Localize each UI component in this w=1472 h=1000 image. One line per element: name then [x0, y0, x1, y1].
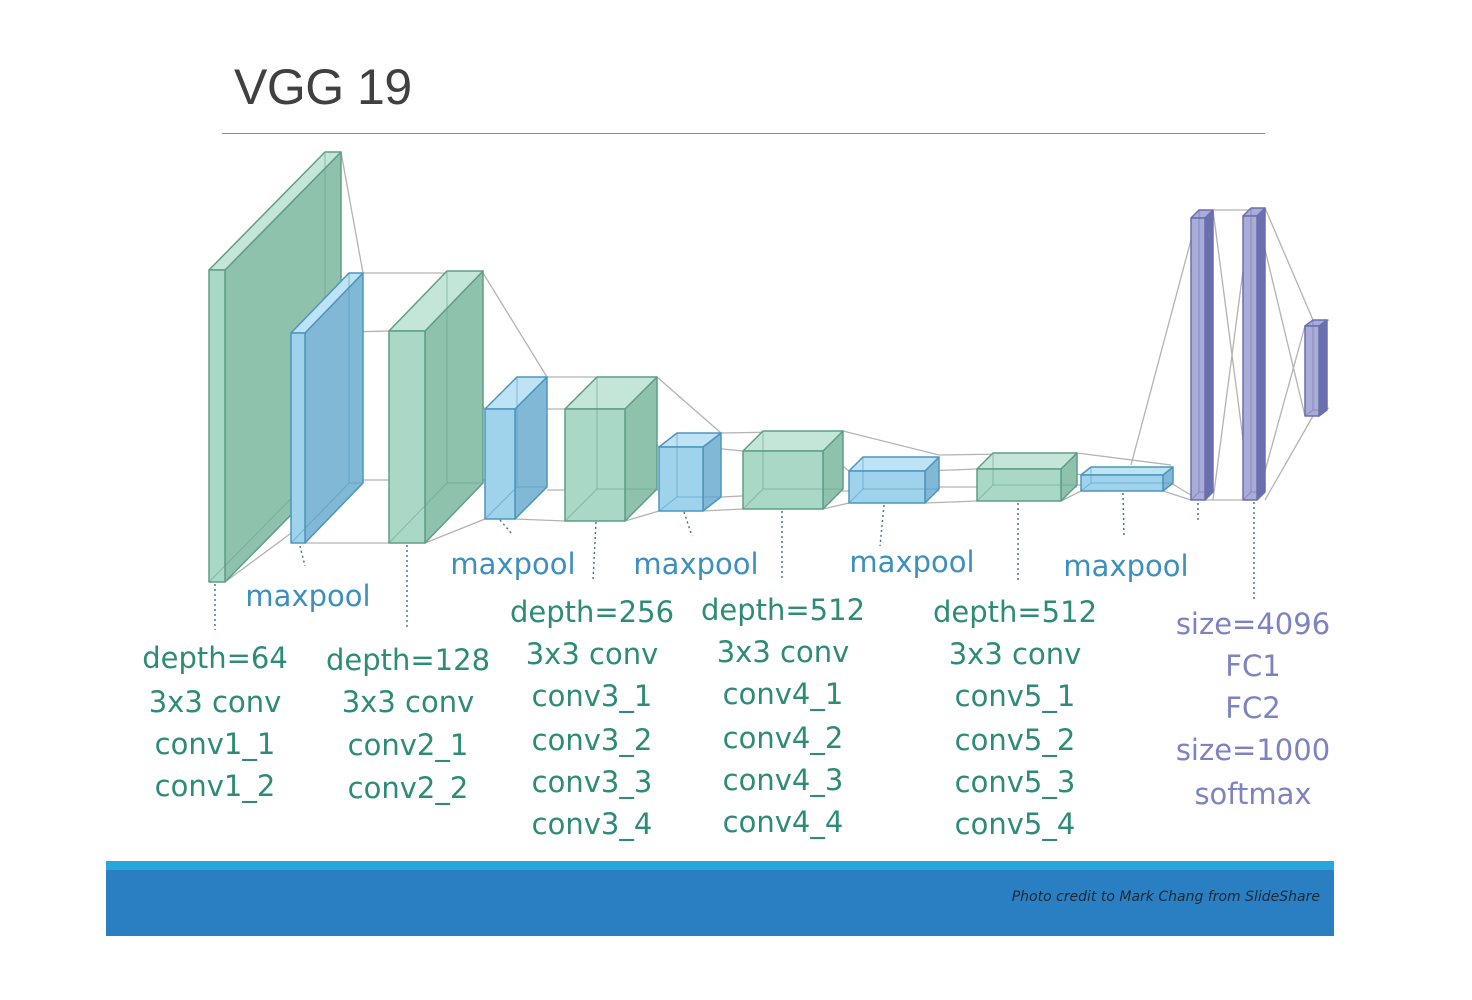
pool-3-box: [658, 432, 722, 512]
fc2-box-side: [1256, 207, 1266, 501]
block4-layer-3: conv4_3: [723, 763, 844, 797]
connector-line-35: [1130, 209, 1200, 466]
pool-4-box: [848, 456, 940, 504]
connector-line-26: [822, 502, 850, 510]
connector-line-0: [340, 151, 364, 274]
connector-line-15: [656, 376, 722, 434]
photo-credit: Photo credit to Mark Chang from SlideSha…: [1011, 889, 1320, 905]
leader-line-5: [683, 511, 693, 537]
block3-layer-1: conv3_1: [532, 679, 653, 713]
conv-block-2-box: [388, 270, 484, 544]
leader-line-4: [592, 521, 597, 581]
block2-layer-2: conv2_2: [348, 771, 469, 805]
softmax-label: softmax: [1194, 777, 1311, 811]
pool-2-box-front: [484, 408, 516, 520]
softmax-box-front: [1304, 325, 1320, 417]
block2-kernel: 3x3 conv: [342, 685, 475, 719]
pool-4-box-front: [848, 470, 926, 504]
pool-1-box-front: [290, 332, 306, 544]
block1-kernel: 3x3 conv: [149, 685, 282, 719]
block4-kernel: 3x3 conv: [717, 635, 850, 669]
block4-layer-2: conv4_2: [723, 721, 844, 755]
fc-size-1000: size=1000: [1176, 733, 1330, 767]
layer-boxes: [208, 151, 1328, 583]
maxpool-label-4: maxpool: [849, 545, 974, 579]
block4-depth: depth=512: [701, 593, 865, 627]
conv-block-5-box-top: [976, 452, 1078, 470]
block3-layer-4: conv3_4: [532, 807, 653, 841]
maxpool-label-2: maxpool: [450, 547, 575, 581]
conv-block-5-box: [976, 452, 1078, 502]
block5-depth: depth=512: [933, 595, 1097, 629]
block1-layer-1: conv1_1: [155, 727, 276, 761]
conv-block-4-box: [742, 430, 844, 510]
footer-bar: Photo credit to Mark Chang from SlideSha…: [106, 870, 1334, 936]
connector-line-37: [1162, 490, 1192, 501]
block5-layer-4: conv5_4: [955, 807, 1076, 841]
block5-layer-2: conv5_2: [955, 723, 1076, 757]
fc1-label: FC1: [1225, 649, 1280, 683]
connector-line-34: [1060, 490, 1082, 502]
connector-line-14: [514, 518, 566, 522]
leader-line-3: [499, 519, 513, 535]
pool-1-box: [290, 272, 364, 544]
connector-line-31: [1076, 452, 1172, 466]
fc2-box: [1242, 207, 1266, 501]
leader-line-9: [1122, 492, 1125, 539]
block4-layer-4: conv4_4: [723, 805, 844, 839]
block3-layer-3: conv3_3: [532, 765, 653, 799]
fc1-box-side: [1204, 209, 1214, 501]
block1-layer-2: conv1_2: [155, 769, 276, 803]
block3-layer-2: conv3_2: [532, 723, 653, 757]
conv-block-2-box-front: [388, 330, 426, 544]
block2-layer-1: conv2_1: [348, 728, 469, 762]
connector-line-43: [1264, 415, 1314, 501]
block5-layer-1: conv5_1: [955, 679, 1076, 713]
connector-line-18: [624, 510, 660, 522]
fc2-label: FC2: [1225, 691, 1280, 725]
fc-size-4096: size=4096: [1176, 607, 1330, 641]
slide-title: VGG 19: [234, 59, 412, 115]
connector-line-7: [482, 272, 548, 378]
conv-block-1-box-front: [208, 269, 226, 583]
title-divider: [222, 133, 1265, 134]
connector-line-9: [424, 518, 486, 544]
block2-depth: depth=128: [326, 643, 490, 677]
block3-kernel: 3x3 conv: [526, 637, 659, 671]
pool-2-box: [484, 376, 548, 520]
block5-layer-3: conv5_3: [955, 765, 1076, 799]
softmax-box: [1304, 319, 1328, 417]
block1-depth: depth=64: [142, 641, 288, 675]
pool-5-box-top: [1080, 466, 1174, 476]
block4-layer-1: conv4_1: [723, 677, 844, 711]
maxpool-label-5: maxpool: [1063, 549, 1188, 583]
connector-line-42: [1264, 207, 1314, 321]
pool-3-box-front: [658, 446, 704, 512]
connector-line-30: [924, 500, 978, 504]
maxpool-label-1: maxpool: [245, 579, 370, 613]
block5-kernel: 3x3 conv: [949, 637, 1082, 671]
block3-depth: depth=256: [510, 595, 674, 629]
conv-block-3-box-front: [564, 408, 626, 522]
fc1-box: [1190, 209, 1214, 501]
pool-5-box: [1080, 466, 1174, 492]
footer-stripe: [106, 861, 1334, 870]
leader-line-7: [879, 504, 885, 547]
connector-line-22: [702, 508, 744, 512]
fc1-box-front: [1190, 217, 1206, 501]
maxpool-label-3: maxpool: [633, 547, 758, 581]
fc2-box-front: [1242, 215, 1258, 501]
softmax-box-side: [1318, 319, 1328, 417]
leader-line-1: [299, 545, 306, 567]
conv-block-4-box-front: [742, 450, 824, 510]
connector-line-23: [842, 430, 940, 456]
leader-lines: [214, 492, 1255, 630]
conv-block-3-box: [564, 376, 658, 522]
